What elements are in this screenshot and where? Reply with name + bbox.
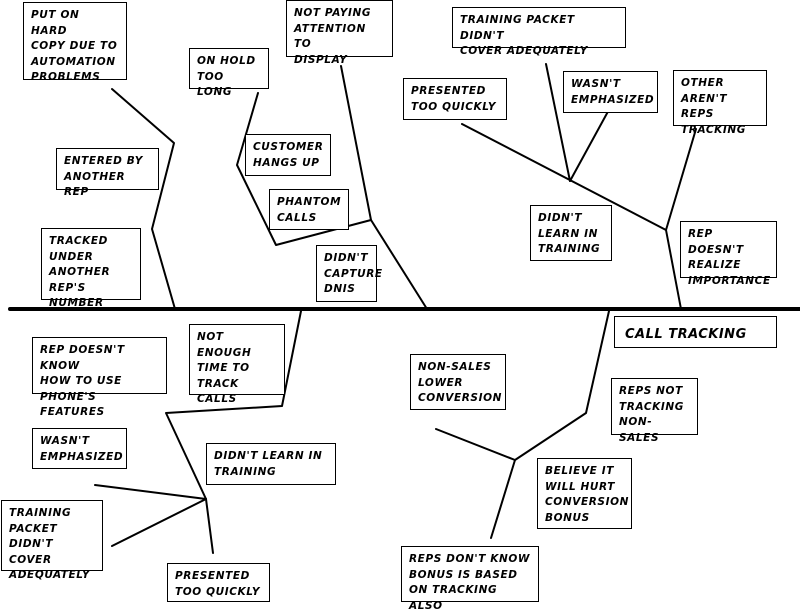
cause-box-reps-dont-know-bonus: REPS DON'T KNOW BONUS IS BASED ON TRACKI… [401,546,539,612]
branch-line-display [340,65,428,310]
cause-box-not-enough-time: NOT ENOUGH TIME TO TRACK CALLS [189,324,285,405]
cause-box-customer-hangs-up: CUSTOMER HANGS UP [245,134,331,176]
cause-box-training-packet-top: TRAINING PACKET DIDN'T COVER ADEQUATELY [452,7,626,57]
cause-box-didnt-capture-dnis: DIDN'T CAPTURE DNIS [316,245,382,302]
branch-line-packet-top [545,63,571,182]
cause-box-believe-hurt-bonus: BELIEVE IT WILL HURT CONVERSION BONUS [537,458,632,529]
cause-box-non-sales-lower: NON-SALES LOWER CONVERSION [410,354,506,410]
cause-box-wasnt-emphasized-bottom: WASN'T EMPHASIZED [32,428,127,469]
branch-line-packet-bottom [111,498,207,547]
cause-box-reps-not-tracking: REPS NOT TRACKING NON-SALES [611,378,698,444]
cause-box-presented-quickly-bottom: PRESENTED TOO QUICKLY [167,563,270,602]
cause-box-on-hold: ON HOLD TOO LONG [189,48,269,98]
cause-box-entered-by-another-rep: ENTERED BY ANOTHER REP [56,148,159,198]
effect-label-box: CALL TRACKING [614,316,777,348]
branch-line-non-sales [490,310,610,539]
cause-box-not-paying-attention: NOT PAYING ATTENTION TO DISPLAY [286,0,393,66]
branch-line-on-hold [236,92,372,246]
branch-line-emphasized-top [569,105,612,182]
cause-box-rep-doesnt-know-phone: REP DOESN'T KNOW HOW TO USE PHONE'S FEAT… [32,337,167,418]
cause-box-wasnt-emphasized-top: WASN'T EMPHASIZED [563,71,658,113]
cause-box-other-arent-tracking: OTHER AREN'T REPS TRACKING [673,70,767,136]
cause-box-presented-quickly-top: PRESENTED TOO QUICKLY [403,78,507,120]
cause-box-rep-doesnt-realize: REP DOESN'T REALIZE IMPORTANCE [680,221,777,287]
branch-line-automation [111,88,176,310]
cause-box-tracked-under-another: TRACKED UNDER ANOTHER REP'S NUMBER [41,228,141,309]
cause-box-hard-copy: PUT ON HARD COPY DUE TO AUTOMATION PROBL… [23,2,127,83]
branch-line-training-top [461,123,667,231]
cause-box-didnt-learn-training-bottom: DIDN'T LEARN IN TRAINING [206,443,336,485]
cause-box-phantom-calls: PHANTOM CALLS [269,189,349,230]
branch-line-not-enough-time [165,310,302,554]
cause-box-training-packet-bottom: TRAINING PACKET DIDN'T COVER ADEQUATELY [1,500,103,581]
branch-line-emphasized-bottom [94,484,207,500]
cause-box-didnt-learn-training-top: DIDN'T LEARN IN TRAINING [530,205,612,261]
branch-line-conversion [435,428,516,461]
